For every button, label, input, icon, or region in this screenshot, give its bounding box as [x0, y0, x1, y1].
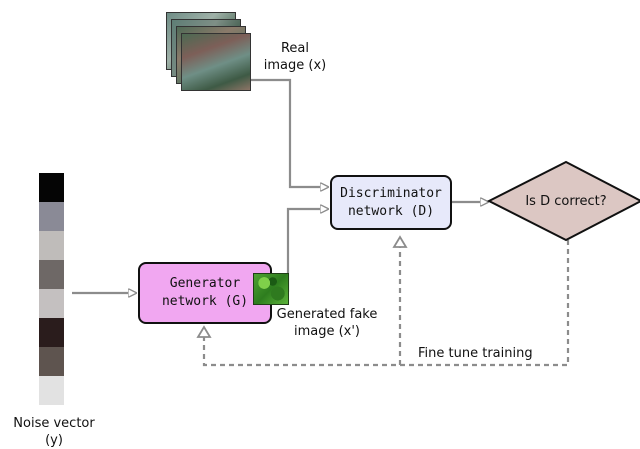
discriminator-title: Discriminator — [340, 185, 442, 201]
generated-fake-image-thumbnail — [253, 273, 289, 305]
discriminator-subtitle: network (D) — [347, 203, 435, 219]
noise-vector-cell — [39, 376, 64, 405]
noise-vector-cell — [39, 318, 64, 347]
feedback-arrowhead-discriminator — [392, 235, 408, 248]
real-image-tile — [181, 33, 251, 91]
generator-subtitle: network (G) — [161, 294, 249, 309]
noise-vector-cell — [39, 260, 64, 289]
noise-vector-cell — [39, 173, 64, 202]
noise-vector-cell — [39, 347, 64, 376]
real-image-label: Real image (x) — [263, 41, 327, 73]
real-to-discriminator-arrow — [250, 78, 328, 187]
noise-vector-label: Noise vector (y) — [13, 416, 95, 448]
noise-vector-cell — [39, 289, 64, 318]
noise-vector-cell — [39, 231, 64, 260]
decision-diamond — [486, 160, 640, 242]
generator-title: Generator — [169, 276, 241, 291]
discriminator-network-node: Discriminator network (D) — [330, 175, 452, 230]
fake-to-discriminator-arrow — [286, 209, 328, 292]
feedback-label: Fine tune training — [418, 346, 533, 361]
feedback-loop-line — [202, 240, 570, 367]
feedback-arrowhead-generator — [196, 325, 212, 338]
decision-label: Is D correct? — [525, 194, 607, 209]
generator-network-node: Generator network (G) — [138, 262, 272, 324]
noise-vector-cell — [39, 202, 64, 231]
generated-fake-image-label: Generated fake image (x') — [276, 307, 378, 339]
